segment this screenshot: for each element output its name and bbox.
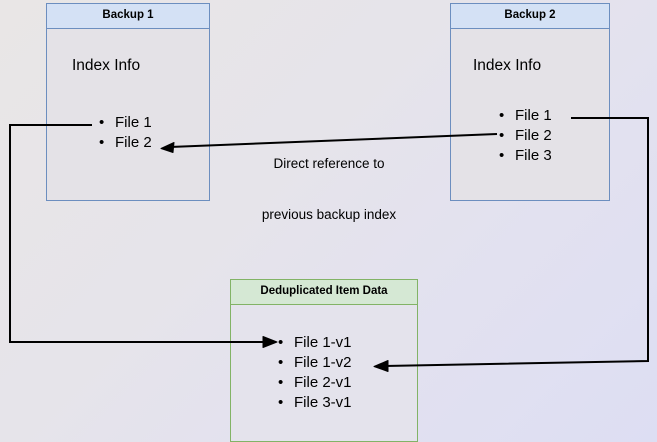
list-item: File 1-v2 (278, 353, 352, 373)
dedup-file-list: File 1-v1 File 1-v2 File 2-v1 File 3-v1 (278, 333, 352, 413)
deduplicated-item-data-title: Deduplicated Item Data (231, 280, 417, 305)
list-item: File 2 (499, 126, 552, 146)
backup-2-box: Backup 2 Index Info File 1 File 2 File 3 (450, 3, 610, 201)
backup-1-file-list: File 1 File 2 (99, 113, 152, 153)
deduplicated-item-data-body: File 1-v1 File 1-v2 File 2-v1 File 3-v1 (231, 305, 417, 440)
backup-2-title: Backup 2 (451, 4, 609, 29)
direct-reference-label-line-1: Direct reference to (273, 156, 385, 171)
list-item: File 3-v1 (278, 393, 352, 413)
backup-2-index-info-label: Index Info (473, 56, 542, 74)
backup-1-body: Index Info File 1 File 2 (47, 29, 209, 199)
list-item: File 1 (99, 113, 152, 133)
list-item: File 3 (499, 146, 552, 166)
list-item: File 2 (99, 133, 152, 153)
backup-2-file-list: File 1 File 2 File 3 (499, 106, 552, 166)
direct-reference-label-line-2: previous backup index (261, 207, 397, 222)
backup-1-box: Backup 1 Index Info File 1 File 2 (46, 3, 210, 201)
list-item: File 1 (499, 106, 552, 126)
list-item: File 2-v1 (278, 373, 352, 393)
deduplicated-item-data-box: Deduplicated Item Data File 1-v1 File 1-… (230, 279, 418, 442)
backup-2-body: Index Info File 1 File 2 File 3 (451, 29, 609, 199)
backup-1-title: Backup 1 (47, 4, 209, 29)
backup-1-index-info-label: Index Info (72, 56, 141, 74)
direct-reference-label: Direct reference to previous backup inde… (246, 121, 412, 257)
list-item: File 1-v1 (278, 333, 352, 353)
